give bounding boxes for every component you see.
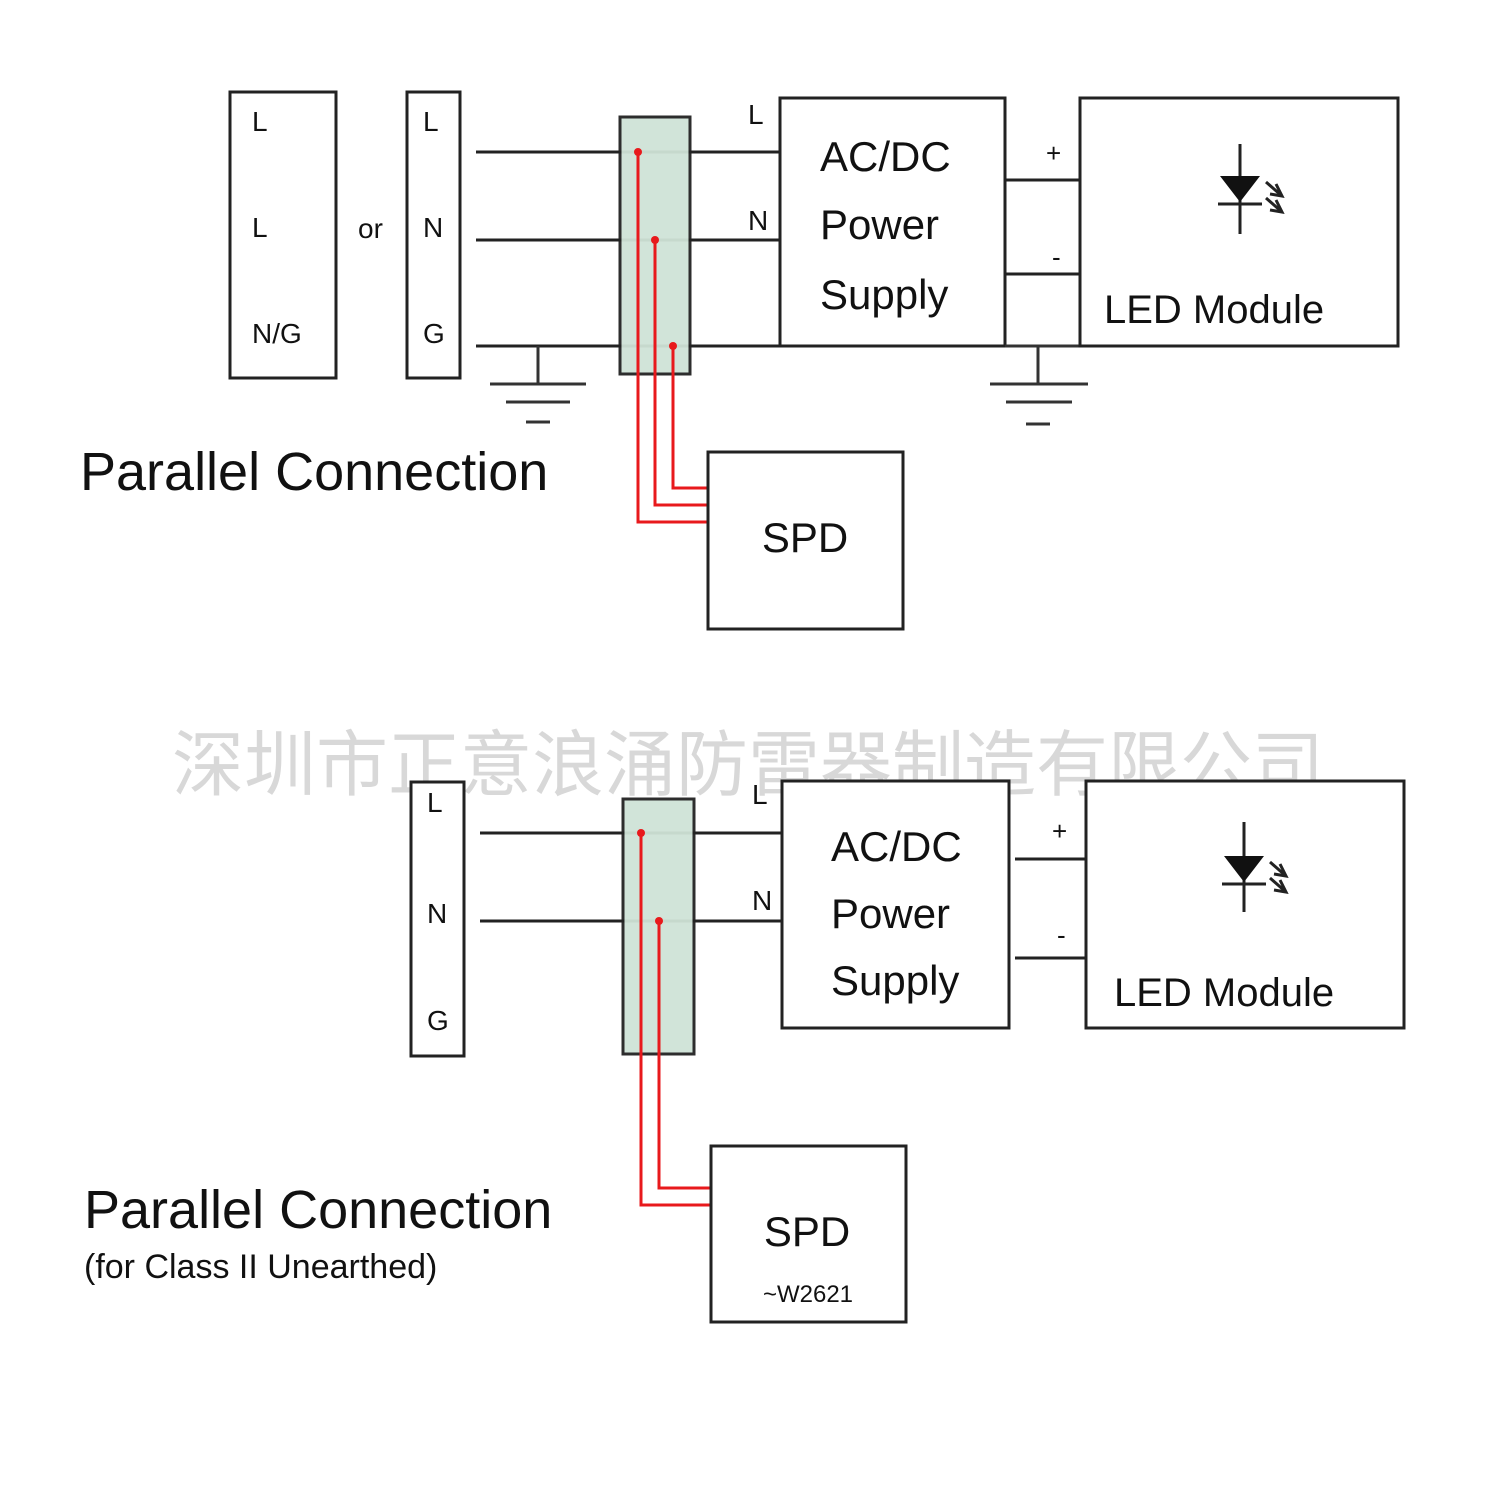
bottom-diagram: L N G L N AC/DC Power Supply + - LED Mod xyxy=(84,779,1406,1324)
terminal-a-label-ng: N/G xyxy=(252,318,302,349)
terminal-block-option-a xyxy=(228,90,338,380)
ground-symbol-left xyxy=(490,346,586,424)
or-label: or xyxy=(358,213,383,244)
spd-wire-n xyxy=(653,240,708,507)
terminal-a-label-l1: L xyxy=(252,106,268,137)
psu-input-label-l: L xyxy=(748,99,764,130)
diagram-title-top: Parallel Connection xyxy=(80,442,548,502)
spd-wire-g xyxy=(671,346,708,490)
terminal-bottom-label-g: G xyxy=(427,1005,449,1036)
terminal-block-bottom xyxy=(409,780,466,1058)
psu-label-line1-bottom: AC/DC xyxy=(831,823,962,870)
terminal-bottom-label-l: L xyxy=(427,787,443,818)
spd-box-bottom xyxy=(709,1144,908,1324)
psu-input-label-n: N xyxy=(748,205,768,236)
dc-plus-label-bottom: + xyxy=(1052,816,1067,846)
spd-label: SPD xyxy=(762,514,848,561)
spd-wire-n-bottom xyxy=(657,921,711,1190)
junction-dot-l xyxy=(634,148,642,156)
psu-label-line2-bottom: Power xyxy=(831,890,950,937)
terminal-b-label-l: L xyxy=(423,106,439,137)
led-diode-icon-bottom xyxy=(1222,822,1289,912)
psu-box xyxy=(778,96,1007,348)
psu-box-bottom xyxy=(780,779,1011,1030)
terminal-a-label-l2: L xyxy=(252,212,268,243)
spd-wire-l-bottom xyxy=(639,833,711,1207)
junction-dot-n xyxy=(651,236,659,244)
terminal-b-label-n: N xyxy=(423,212,443,243)
dc-plus-label: + xyxy=(1046,138,1061,168)
diagram-title-bottom: Parallel Connection xyxy=(84,1180,552,1240)
junction-dot-l-bottom xyxy=(637,829,645,837)
dc-minus-label-bottom: - xyxy=(1057,920,1066,950)
spd-box xyxy=(706,450,905,631)
led-module-label: LED Module xyxy=(1104,288,1324,332)
ground-symbol-right xyxy=(990,344,1088,426)
psu-input-label-n-bottom: N xyxy=(752,885,772,916)
diagram-subtitle-bottom: (for Class II Unearthed) xyxy=(84,1248,437,1286)
top-diagram: L L N/G or L N G L N AC/DC xyxy=(80,90,1400,631)
spd-model-label: ~W2621 xyxy=(763,1281,853,1308)
dc-minus-label: - xyxy=(1052,242,1061,272)
terminal-b-label-g: G xyxy=(423,318,445,349)
junction-dot-n-bottom xyxy=(655,917,663,925)
psu-label-line3-bottom: Supply xyxy=(831,957,959,1004)
terminal-block-option-b xyxy=(405,90,462,380)
psu-label-line1: AC/DC xyxy=(820,133,951,180)
junction-dot-g xyxy=(669,342,677,350)
led-module-label-bottom: LED Module xyxy=(1114,971,1334,1015)
spd-wire-l xyxy=(636,152,708,524)
terminal-bottom-label-n: N xyxy=(427,898,447,929)
spd-label-bottom: SPD xyxy=(764,1208,850,1255)
led-diode-icon xyxy=(1218,144,1285,234)
psu-input-label-l-bottom: L xyxy=(752,779,768,810)
psu-label-line3: Supply xyxy=(820,271,948,318)
psu-label-line2: Power xyxy=(820,201,939,248)
